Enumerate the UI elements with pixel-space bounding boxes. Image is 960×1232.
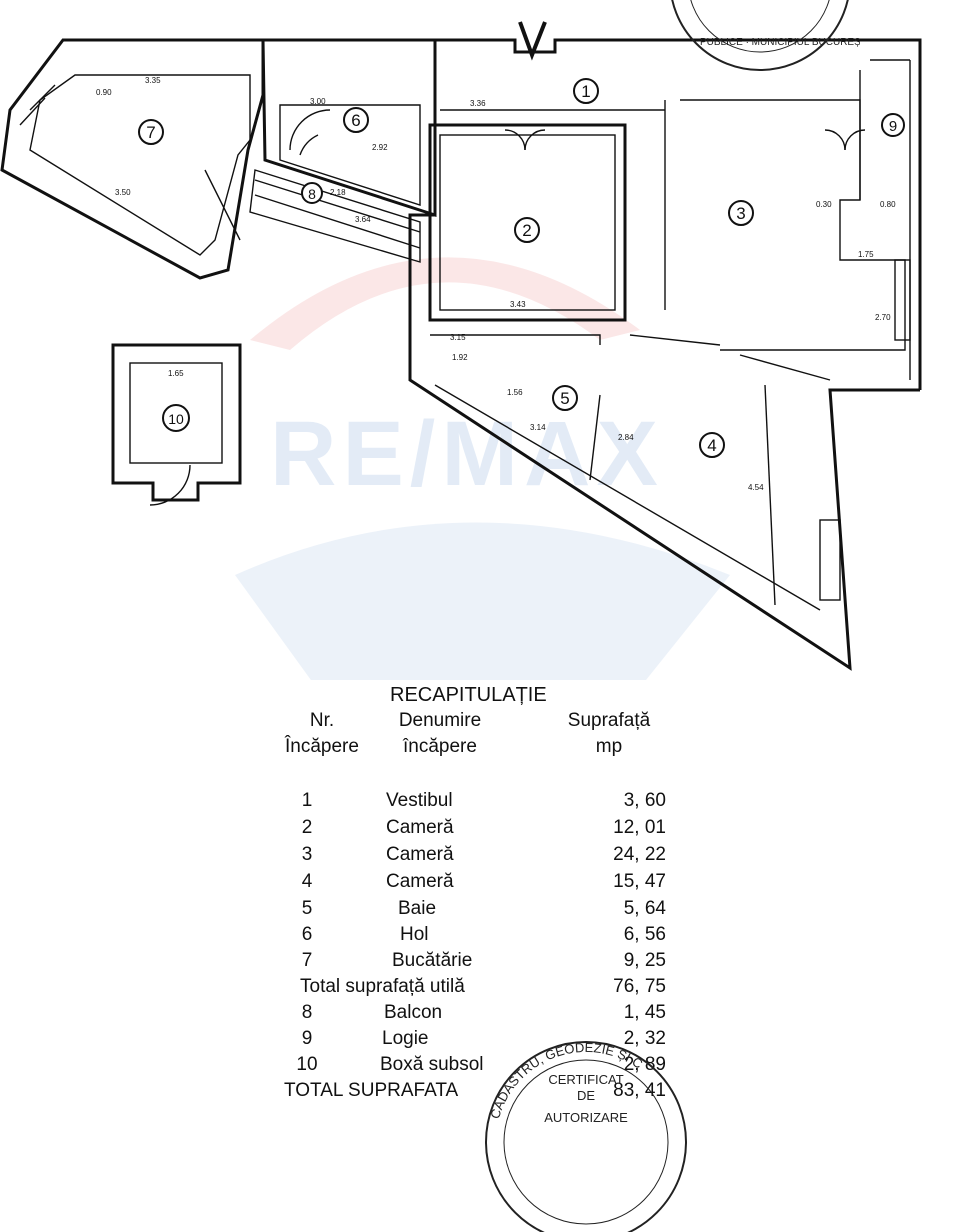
- svg-text:5: 5: [560, 389, 569, 408]
- svg-text:8: 8: [308, 186, 316, 202]
- dimension-label: 3.35: [145, 76, 161, 85]
- recap-title: RECAPITULAȚIE: [390, 684, 547, 706]
- room-number-3: 3: [728, 200, 754, 226]
- dimension-labels: 3.35 3.00 3.36 3.50 3.43 3.15 2.92 3.64 …: [96, 76, 896, 492]
- dimension-label: 1.92: [452, 353, 468, 362]
- dimension-label: 2.18: [330, 188, 346, 197]
- watermark: RE/MAX: [235, 257, 730, 680]
- room-8-walls: [249, 169, 421, 263]
- room-number-10: 10: [162, 404, 190, 432]
- svg-text:3: 3: [736, 204, 745, 223]
- svg-text:9: 9: [889, 118, 897, 135]
- dimension-label: 3.15: [450, 333, 466, 342]
- svg-text:AUTORIZARE: AUTORIZARE: [544, 1110, 628, 1125]
- dimension-label: 3.14: [530, 423, 546, 432]
- dimension-label: 3.50: [115, 188, 131, 197]
- svg-text:6: 6: [351, 111, 360, 130]
- svg-text:1: 1: [581, 82, 590, 101]
- room-7-walls: [0, 38, 265, 280]
- header-nr: Nr.Încăpere: [285, 710, 359, 757]
- room-number-9: 9: [881, 113, 905, 137]
- room-number-6: 6: [343, 107, 369, 133]
- entrance-arrow-icon: [518, 21, 547, 61]
- dimension-label: 3.43: [510, 300, 526, 309]
- svg-text:PUBLICE · MUNICIPIUL BUCUREȘTI: PUBLICE · MUNICIPIUL BUCUREȘTI · C.C.C: [700, 37, 860, 48]
- dimension-label: 1.56: [507, 388, 523, 397]
- dimension-label: 3.00: [310, 97, 326, 106]
- certification-stamp: CADASTRU, GEODEZIE ȘI C CERTIFICAT DE AU…: [485, 1040, 687, 1232]
- dimension-label: 0.80: [880, 200, 896, 209]
- svg-text:10: 10: [168, 411, 184, 427]
- official-seal-top: PUBLICE · MUNICIPIUL BUCUREȘTI · C.C.C: [671, 0, 860, 71]
- dimension-label: 2.92: [372, 143, 388, 152]
- dimension-label: 0.90: [96, 88, 112, 97]
- svg-text:DE: DE: [577, 1088, 595, 1103]
- svg-text:4: 4: [707, 436, 716, 455]
- dimension-label: 1.75: [858, 250, 874, 259]
- room-number-4: 4: [699, 432, 725, 458]
- floor-plan: RE/MAX: [0, 21, 922, 680]
- dimension-label: 1.65: [168, 369, 184, 378]
- dimension-label: 2.84: [618, 433, 634, 442]
- svg-text:2: 2: [522, 221, 531, 240]
- dimension-label: 3.36: [470, 99, 486, 108]
- dimension-label: 4.54: [748, 483, 764, 492]
- room-number-1: 1: [573, 78, 599, 104]
- svg-text:CERTIFICAT: CERTIFICAT: [548, 1072, 623, 1087]
- room-2-walls: [428, 123, 627, 322]
- room-number-5: 5: [552, 385, 578, 411]
- room-3-walls: [680, 99, 906, 351]
- svg-text:7: 7: [146, 123, 155, 142]
- room-4-5-walls: [430, 259, 911, 611]
- room-10-walls: [111, 343, 242, 506]
- room-number-8: 8: [301, 182, 323, 204]
- room-number-7: 7: [138, 119, 164, 145]
- dimension-label: 3.64: [355, 215, 371, 224]
- dimension-label: 2.70: [875, 313, 891, 322]
- dimension-label: 0.30: [816, 200, 832, 209]
- room-number-2: 2: [514, 217, 540, 243]
